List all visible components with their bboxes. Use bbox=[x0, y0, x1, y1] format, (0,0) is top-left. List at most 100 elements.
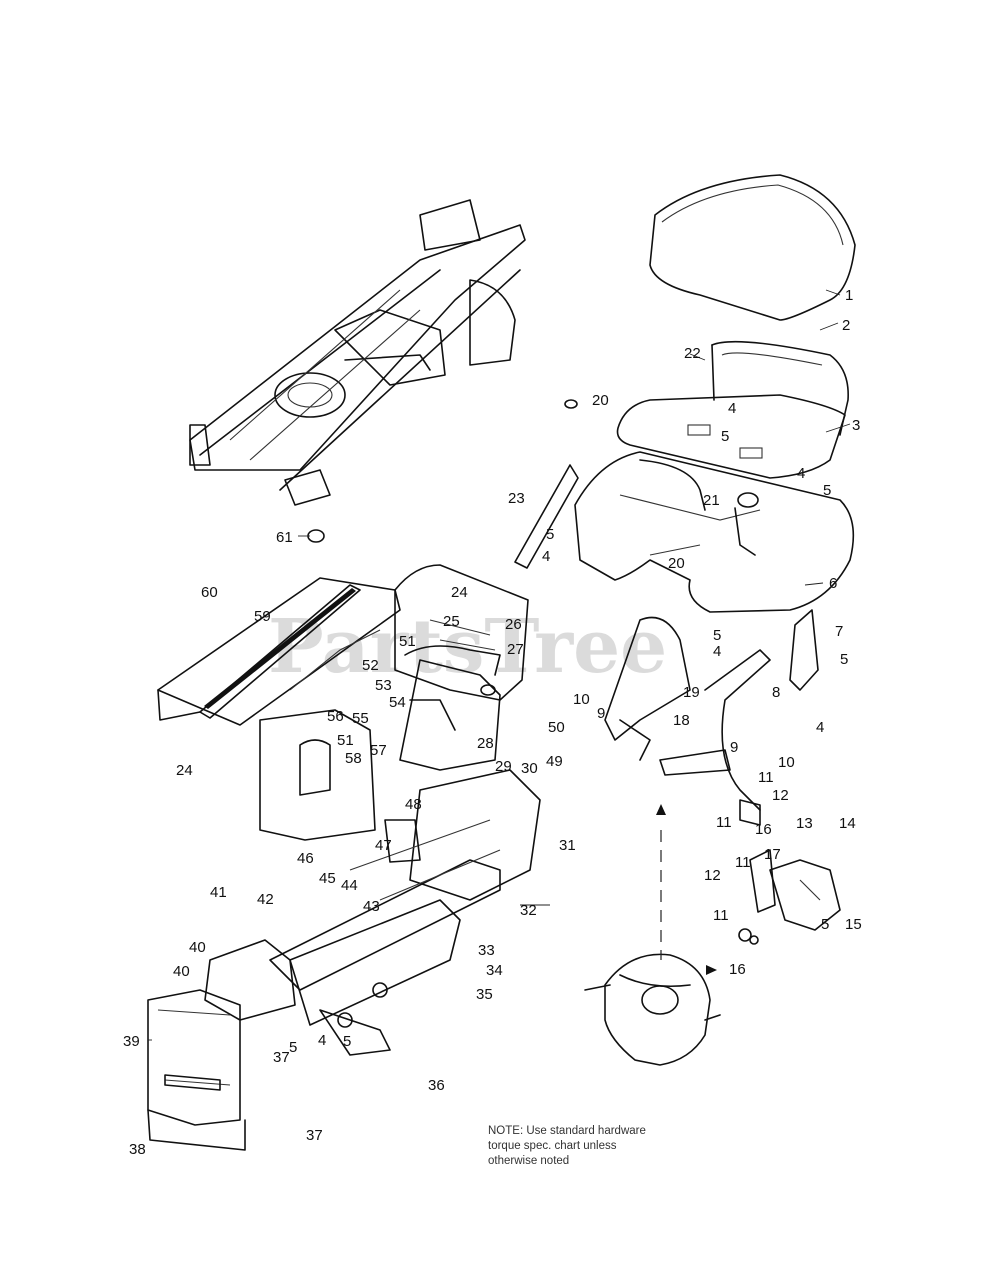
guide-arrow-right bbox=[706, 965, 717, 975]
callout-51: 51 bbox=[337, 732, 354, 749]
callout-5: 5 bbox=[546, 526, 554, 543]
seat-slide-rail[interactable] bbox=[514, 464, 579, 569]
callout-8: 8 bbox=[772, 684, 780, 701]
callout-48: 48 bbox=[405, 796, 422, 813]
callout-55: 55 bbox=[352, 710, 369, 727]
callout-14: 14 bbox=[839, 815, 856, 832]
note-line-2: torque spec. chart unless bbox=[488, 1140, 617, 1152]
callout-53: 53 bbox=[375, 677, 392, 694]
callout-labels: 1 2 3 4 5 4 5 20 22 21 23 5 4 20 6 5 4 7… bbox=[123, 287, 862, 1158]
callout-59: 59 bbox=[254, 608, 271, 625]
callout-1: 1 bbox=[845, 287, 853, 304]
callout-23: 23 bbox=[508, 490, 525, 507]
callout-46: 46 bbox=[297, 850, 314, 867]
seat-support-bracket[interactable] bbox=[574, 451, 855, 613]
dash-tower[interactable] bbox=[394, 564, 529, 771]
callout-47: 47 bbox=[375, 837, 392, 854]
callout-24: 24 bbox=[451, 584, 468, 601]
callout-5: 5 bbox=[721, 428, 729, 445]
callout-41: 41 bbox=[210, 884, 227, 901]
callout-60: 60 bbox=[201, 584, 218, 601]
callout-10: 10 bbox=[778, 754, 795, 771]
callout-52: 52 bbox=[362, 657, 379, 674]
callout-12: 12 bbox=[704, 867, 721, 884]
callout-27: 27 bbox=[507, 641, 524, 658]
callout-12: 12 bbox=[772, 787, 789, 804]
callout-40: 40 bbox=[173, 963, 190, 980]
seat-pan[interactable] bbox=[616, 394, 846, 479]
callout-34: 34 bbox=[486, 962, 503, 979]
guide-arrow-up bbox=[656, 804, 666, 815]
callout-6: 6 bbox=[829, 575, 837, 592]
callout-5: 5 bbox=[343, 1033, 351, 1050]
callout-25: 25 bbox=[443, 613, 460, 630]
callout-4: 4 bbox=[713, 643, 721, 660]
front-axle-assembly[interactable] bbox=[204, 899, 461, 1056]
callout-32: 32 bbox=[520, 902, 537, 919]
callout-33: 33 bbox=[478, 942, 495, 959]
callout-10: 10 bbox=[573, 691, 590, 708]
steering-bracket[interactable] bbox=[738, 849, 841, 945]
callout-4: 4 bbox=[816, 719, 824, 736]
callout-45: 45 bbox=[319, 870, 336, 887]
callout-22: 22 bbox=[684, 345, 701, 362]
callout-26: 26 bbox=[505, 616, 522, 633]
callout-49: 49 bbox=[546, 753, 563, 770]
callout-13: 13 bbox=[796, 815, 813, 832]
main-frame[interactable] bbox=[259, 709, 541, 991]
watermark-text: PartsTree bbox=[268, 604, 667, 690]
leader-lines bbox=[148, 289, 851, 1041]
callout-2: 2 bbox=[842, 317, 850, 334]
callout-5: 5 bbox=[823, 482, 831, 499]
callout-57: 57 bbox=[370, 742, 387, 759]
callout-37: 37 bbox=[273, 1049, 290, 1066]
callout-5: 5 bbox=[289, 1039, 297, 1056]
callout-11: 11 bbox=[735, 854, 751, 871]
hardware-note: NOTE: Use standard hardware torque spec.… bbox=[488, 1124, 708, 1169]
callout-54: 54 bbox=[389, 694, 406, 711]
callout-30: 30 bbox=[521, 760, 538, 777]
callout-9: 9 bbox=[730, 739, 738, 756]
callout-11: 11 bbox=[716, 814, 732, 831]
callout-29: 29 bbox=[495, 758, 512, 775]
callout-4: 4 bbox=[728, 400, 736, 417]
rear-chassis-frame[interactable] bbox=[189, 199, 526, 506]
callout-17: 17 bbox=[764, 846, 781, 863]
callout-28: 28 bbox=[477, 735, 494, 752]
callout-37: 37 bbox=[306, 1127, 323, 1144]
transaxle[interactable] bbox=[584, 953, 721, 1066]
callout-3: 3 bbox=[852, 417, 860, 434]
callout-4: 4 bbox=[797, 465, 805, 482]
steering-linkage[interactable] bbox=[604, 609, 819, 826]
callout-15: 15 bbox=[845, 916, 862, 933]
callout-50: 50 bbox=[548, 719, 565, 736]
callout-16: 16 bbox=[729, 961, 746, 978]
fender-panel[interactable] bbox=[157, 529, 401, 726]
callout-5: 5 bbox=[713, 627, 721, 644]
callout-58: 58 bbox=[345, 750, 362, 767]
callout-35: 35 bbox=[476, 986, 493, 1003]
callout-38: 38 bbox=[129, 1141, 146, 1158]
callout-7: 7 bbox=[835, 623, 843, 640]
callout-43: 43 bbox=[363, 898, 380, 915]
callout-31: 31 bbox=[559, 837, 576, 854]
callout-56: 56 bbox=[327, 708, 344, 725]
callout-5: 5 bbox=[821, 916, 829, 933]
seat-frame[interactable] bbox=[711, 340, 849, 436]
seat-mount-plate[interactable] bbox=[564, 399, 578, 409]
callout-36: 36 bbox=[428, 1077, 445, 1094]
callout-9: 9 bbox=[597, 705, 605, 722]
callout-16: 16 bbox=[755, 821, 772, 838]
callout-11: 11 bbox=[713, 907, 729, 924]
callout-40: 40 bbox=[189, 939, 206, 956]
callout-21: 21 bbox=[703, 492, 720, 509]
note-line-1: NOTE: Use standard hardware bbox=[488, 1125, 646, 1137]
seat-adjust-knob[interactable] bbox=[737, 492, 759, 508]
battery-box[interactable] bbox=[147, 989, 246, 1151]
seat-cushion[interactable] bbox=[649, 174, 856, 321]
callout-51: 51 bbox=[399, 633, 416, 650]
callout-20: 20 bbox=[592, 392, 609, 409]
callout-24: 24 bbox=[176, 762, 193, 779]
callout-5: 5 bbox=[840, 651, 848, 668]
